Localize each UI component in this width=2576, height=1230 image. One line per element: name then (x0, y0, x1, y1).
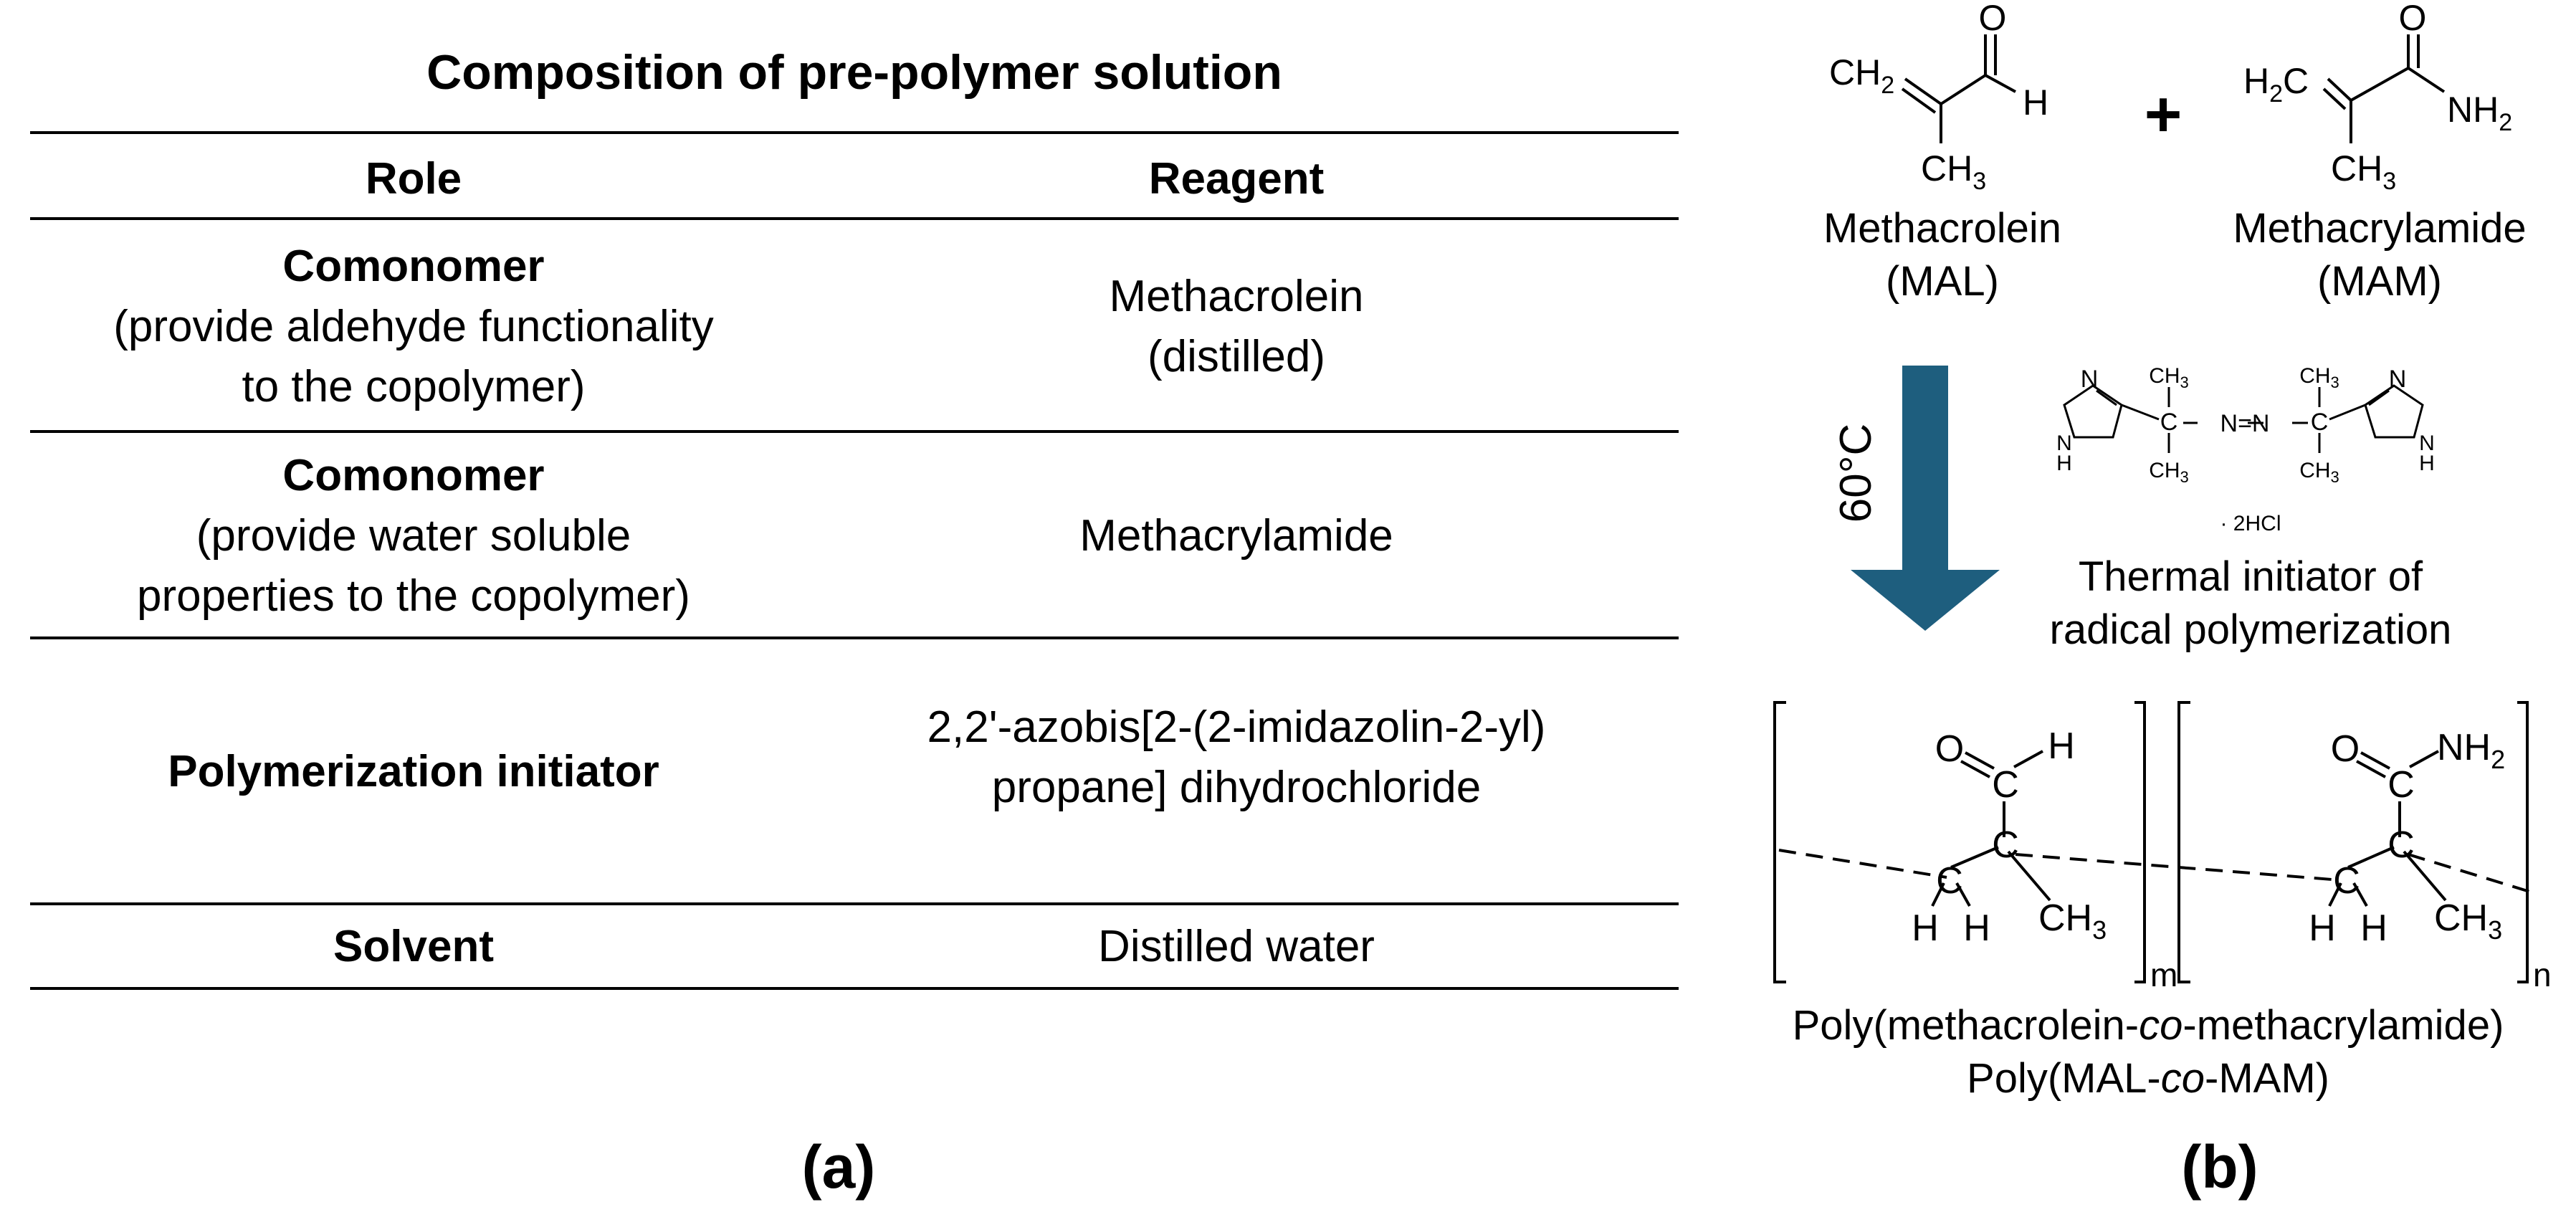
initiator-caption: Thermal initiator of radical polymerizat… (2036, 550, 2466, 657)
polymer-mam-ch-c: C (2333, 860, 2360, 902)
row-2-role-detail-2: properties to the copolymer) (137, 571, 690, 621)
mal-ch3-label: CH3 (1921, 148, 1986, 195)
polymer-mal-ch-c: C (1936, 860, 1963, 902)
mal-abbr: (MAL) (1886, 258, 1999, 305)
row-3-reagent-line-2: propane] dihydrochloride (991, 763, 1482, 812)
row-2-role: Comonomer (provide water soluble propert… (30, 434, 797, 638)
row-1-reagent-note: (distilled) (1147, 332, 1326, 381)
polymer-mal-o: O (1935, 728, 1964, 770)
initiator-c-right: C (2311, 409, 2329, 436)
polymer-mal-backbone-c: C (1992, 824, 2019, 866)
reaction-scheme-svg: CH2 O H CH3 + H2C O NH2 CH3 60°C (1773, 0, 2552, 993)
initiator-caption-line-2: radical polymerization (2049, 606, 2452, 653)
initiator-nh-right-n: N (2419, 432, 2435, 455)
header-reagent: Reagent (1148, 154, 1325, 204)
row-4-role: Solvent (333, 921, 494, 971)
reaction-scheme-panel: CH2 O H CH3 + H2C O NH2 CH3 60°C (1720, 0, 2576, 1230)
polymer-mam-nh2: NH2 (2437, 727, 2505, 774)
polymer-mam-ch3: CH3 (2434, 897, 2502, 945)
polymer-mam-carbonyl-c: C (2387, 764, 2415, 806)
initiator-ch3-bottom-right: CH3 (2299, 459, 2339, 486)
row-2-role-title: Comonomer (282, 450, 545, 500)
row-3-reagent: 2,2'-azobis[2-(2-imidazolin-2-yl) propan… (831, 639, 1641, 876)
polymer-mam-h1: H (2309, 907, 2336, 949)
polymer-mal-h2: H (1963, 907, 1990, 949)
reaction-arrow-icon (1851, 366, 2000, 631)
table-bottom-rule (30, 987, 1679, 990)
mal-o-label: O (1979, 0, 2007, 38)
mam-abbr: (MAM) (2317, 258, 2442, 305)
initiator-n-right: N (2389, 366, 2407, 393)
row-2-rule (30, 637, 1679, 639)
polymer-caption: Poly(methacrolein-co-methacrylamide) Pol… (1720, 999, 2576, 1105)
methacrolein-structure (1901, 34, 2016, 143)
row-1-reagent-name: Methacrolein (1109, 272, 1364, 321)
initiator-caption-line-1: Thermal initiator of (2078, 553, 2423, 600)
copolymer-structure (1773, 701, 2535, 983)
initiator-nh-left-n: N (2056, 432, 2072, 455)
mam-name: Methacrylamide (2233, 205, 2527, 252)
mam-nh2-label: NH2 (2447, 90, 2512, 136)
table-title: Composition of pre-polymer solution (426, 45, 1282, 100)
composition-table-panel: Composition of pre-polymer solution Role… (30, 45, 1679, 1201)
initiator-ch3-bottom-left: CH3 (2149, 459, 2189, 486)
panel-a-label: (a) (801, 1133, 876, 1201)
initiator-c-left: C (2160, 409, 2178, 436)
row-1-role-detail-1: (provide aldehyde functionality (113, 302, 714, 351)
header-rule (30, 217, 1679, 220)
polymer-mam-h2: H (2360, 907, 2387, 949)
polymer-mal-h1: H (1912, 907, 1939, 949)
panel-b-label: (b) (2181, 1133, 2258, 1201)
initiator-nh-left-h: H (2056, 452, 2072, 475)
polymer-mam-o: O (2331, 728, 2360, 770)
plus-sign: + (2145, 79, 2183, 151)
initiator-nh-right-h: H (2419, 452, 2435, 475)
mal-h-label: H (2023, 82, 2048, 123)
polymer-abbr: Poly(MAL-co-MAM) (1967, 1055, 2329, 1102)
row-2-reagent: Methacrylamide (831, 434, 1641, 638)
polymer-subscript-n: n (2533, 956, 2552, 993)
methacrylamide-structure (2322, 34, 2446, 143)
temperature-label: 60°C (1831, 424, 1881, 523)
initiator-azo: N=N (2220, 410, 2270, 437)
mam-ch3-label: CH3 (2331, 148, 2396, 195)
row-3-rule (30, 902, 1679, 905)
row-1-role-title: Comonomer (282, 242, 545, 291)
row-1-rule (30, 430, 1679, 433)
polymer-mal-ch3: CH3 (2038, 897, 2107, 945)
row-3-role: Polymerization initiator (168, 747, 659, 796)
header-role: Role (365, 154, 462, 204)
polymer-mal-h: H (2048, 725, 2075, 767)
mal-name: Methacrolein (1823, 205, 2062, 252)
row-2-role-detail-1: (provide water soluble (196, 510, 631, 561)
initiator-ch3-top-left: CH3 (2149, 364, 2189, 391)
mam-o-label: O (2399, 0, 2427, 38)
initiator-ch3-top-right: CH3 (2299, 364, 2339, 391)
row-2-reagent-name: Methacrylamide (1079, 510, 1393, 561)
polymer-mal-carbonyl-c: C (1992, 764, 2019, 806)
polymer-name: Poly(methacrolein-co-methacrylamide) (1792, 1002, 2504, 1049)
initiator-n-left: N (2081, 366, 2099, 393)
mal-ch2-label: CH2 (1829, 52, 1894, 99)
row-4-reagent: Distilled water (1098, 921, 1375, 971)
mal-caption: Methacrolein (MAL) (1813, 202, 2071, 308)
mam-caption: Methacrylamide (MAM) (2215, 202, 2544, 308)
polymer-subscript-m: m (2150, 956, 2177, 993)
row-1-reagent: Methacrolein (distilled) (831, 222, 1641, 432)
row-1-role: Comonomer (provide aldehyde functionalit… (30, 222, 797, 432)
table-top-rule (30, 131, 1679, 134)
row-1-role-detail-2: to the copolymer) (242, 362, 586, 411)
initiator-salt: · 2HCl (2220, 512, 2281, 535)
initiator-structure (2063, 384, 2424, 453)
row-3-reagent-line-1: 2,2'-azobis[2-(2-imidazolin-2-yl) (927, 702, 1546, 752)
mam-h2c-label: H2C (2243, 61, 2309, 108)
polymer-mam-backbone-c: C (2387, 824, 2415, 866)
